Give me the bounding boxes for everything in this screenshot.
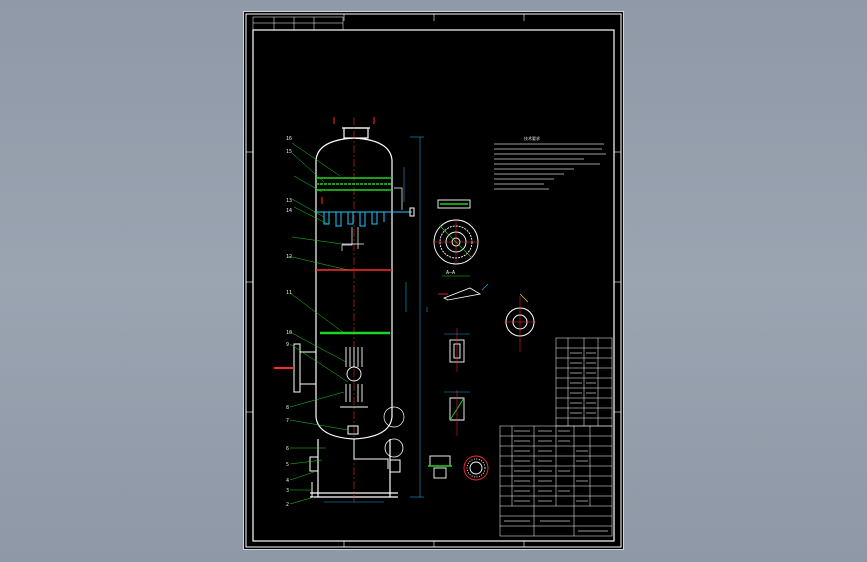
distributor xyxy=(314,207,415,227)
bottom-outlet xyxy=(309,406,405,497)
leader-label: 15 xyxy=(286,149,292,155)
cad-drawing: 16 15 13 14 12 11 10 9 8 7 6 5 4 3 2 技术要… xyxy=(245,13,622,548)
dimensions xyxy=(324,136,428,503)
leader-label: 9 xyxy=(286,342,289,348)
leader-label: 4 xyxy=(286,478,289,484)
bom-table-text xyxy=(504,430,608,532)
leader-label: 14 xyxy=(286,208,292,214)
outer-frame xyxy=(245,13,622,548)
detail-flanges xyxy=(428,455,489,481)
detail-ring: A—A xyxy=(433,199,479,277)
leaders xyxy=(287,142,349,505)
top-left-title-box xyxy=(252,16,344,31)
trays xyxy=(316,177,392,335)
leader-label: 2 xyxy=(286,502,289,508)
markers xyxy=(321,117,375,204)
detail-wedge xyxy=(438,283,489,301)
leader-label: 10 xyxy=(286,330,292,336)
parts-list-upper-text xyxy=(570,352,596,414)
parts-list-upper xyxy=(555,337,613,427)
inner-frame xyxy=(252,29,615,542)
inner-pipes xyxy=(341,187,403,251)
drawing-sheet: 16 15 13 14 12 11 10 9 8 7 6 5 4 3 2 技术要… xyxy=(243,11,624,550)
leader-label: 12 xyxy=(286,254,292,260)
leader-numbers: 16 15 13 14 12 11 10 9 8 7 6 5 4 3 2 xyxy=(286,136,292,508)
leader-label: 16 xyxy=(286,136,292,142)
leader-label: 11 xyxy=(286,290,292,296)
leader-label: 6 xyxy=(286,446,289,452)
leader-label: 13 xyxy=(286,198,292,204)
side-nozzle xyxy=(274,343,317,393)
section-label: A—A xyxy=(446,270,455,276)
zone-ticks xyxy=(246,14,621,547)
leader-label: 8 xyxy=(286,405,289,411)
technical-notes: 技术要求 xyxy=(494,135,606,190)
notes-title: 技术要求 xyxy=(524,135,540,141)
detail-manhole xyxy=(504,293,536,352)
leader-label: 3 xyxy=(286,488,289,494)
baffles xyxy=(340,347,368,408)
detail-bracket xyxy=(444,328,470,372)
leader-label: 5 xyxy=(286,462,289,468)
bom-table xyxy=(499,425,613,537)
leader-label: 7 xyxy=(286,418,289,424)
detail-gusset xyxy=(444,390,470,436)
